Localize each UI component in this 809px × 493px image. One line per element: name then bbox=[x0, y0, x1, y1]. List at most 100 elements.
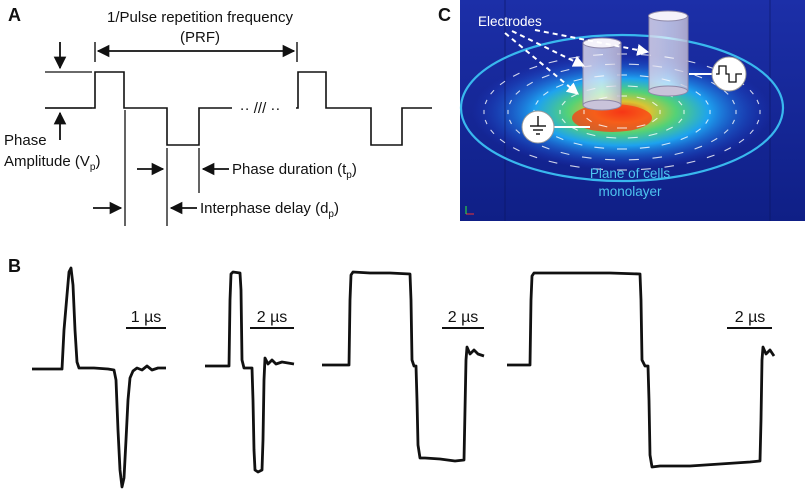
field-vector-arrow bbox=[694, 74, 703, 79]
field-vector-arrow bbox=[561, 100, 566, 106]
field-vector-arrow bbox=[652, 117, 658, 123]
axis-triad-icon bbox=[465, 206, 474, 215]
field-vector-arrows bbox=[483, 53, 761, 171]
electrodes-label: Electrodes bbox=[478, 14, 542, 29]
field-vector-arrow bbox=[526, 81, 533, 87]
field-vector-arrow bbox=[499, 80, 506, 86]
phase-label: Phase bbox=[4, 132, 47, 149]
field-vector-arrow bbox=[581, 156, 592, 159]
duration-label: Phase duration (tp) bbox=[232, 161, 357, 181]
ground-icon bbox=[521, 110, 590, 144]
field-vector-arrow bbox=[561, 118, 566, 124]
pulse-train-left bbox=[45, 71, 232, 146]
field-vector-arrow bbox=[515, 90, 521, 95]
field-vector-arrow bbox=[529, 154, 538, 159]
field-vector-arrow bbox=[512, 147, 520, 152]
field-vector-arrow bbox=[639, 75, 650, 78]
field-vector-arrow bbox=[666, 126, 673, 131]
field-vector-arrow bbox=[627, 85, 638, 88]
field-vector-arrow bbox=[586, 117, 592, 123]
field-vector-arrow bbox=[680, 136, 689, 141]
field-vector-arrow bbox=[711, 137, 718, 143]
field-vector-arrow bbox=[606, 136, 617, 139]
field-vector-arrow bbox=[573, 78, 583, 82]
break-mark: ·· /// ·· bbox=[240, 100, 281, 117]
field-vector-arrow bbox=[648, 132, 658, 137]
field-vector-arrow bbox=[555, 83, 564, 88]
field-vector-arrow bbox=[484, 119, 488, 125]
field-vector-arrow bbox=[535, 100, 539, 105]
field-vector-arrow bbox=[664, 165, 674, 168]
field-vector-arrow bbox=[548, 60, 558, 64]
field-vector-arrow bbox=[542, 91, 549, 96]
prf-label-line1: 1/Pulse repetition frequency bbox=[107, 9, 293, 26]
field-vector-arrow bbox=[512, 72, 520, 77]
field-vector-arrow bbox=[678, 118, 683, 124]
panel-b-letter: B bbox=[8, 256, 21, 276]
panel-c: C Electrodes bbox=[438, 0, 805, 221]
field-vector-arrow bbox=[756, 99, 760, 105]
plane-label-line1: Plane of cells bbox=[590, 166, 671, 181]
field-vector-arrow bbox=[541, 74, 550, 79]
field-vector-arrow bbox=[732, 99, 735, 105]
field-vector-arrow bbox=[724, 147, 732, 152]
field-vector-arrow bbox=[560, 151, 570, 156]
field-vector-arrow bbox=[723, 129, 729, 134]
field-hotspot bbox=[572, 104, 652, 132]
panel-b: B 1 µs 2 µs 2 µs 2 µs bbox=[8, 256, 776, 489]
field-vector-arrow bbox=[541, 145, 550, 150]
field-vector-arrow bbox=[598, 124, 608, 128]
field-vector-arrow bbox=[695, 128, 702, 133]
scale-label-2: 2 µs bbox=[257, 309, 288, 326]
plane-of-cells-outline bbox=[459, 33, 785, 183]
field-vector-arrow bbox=[749, 89, 754, 95]
delay-label: Interphase delay (dp) bbox=[200, 200, 339, 220]
field-vector-arrow bbox=[499, 138, 506, 144]
field-vector-arrow bbox=[529, 65, 538, 70]
field-vector-arrow bbox=[484, 99, 488, 105]
electrodes-pointer-3 bbox=[504, 32, 579, 95]
field-vector-arrow bbox=[705, 119, 709, 124]
field-vector-arrow bbox=[593, 168, 604, 170]
field-vector-arrow bbox=[636, 124, 646, 128]
panel-c-letter: C bbox=[438, 5, 451, 25]
field-vector-arrow bbox=[490, 129, 495, 135]
electrode-cylinder-2 bbox=[648, 10, 689, 97]
field-vector-arrow bbox=[636, 96, 646, 100]
field-vector-arrow bbox=[573, 142, 583, 146]
panel-a: A 1/Pulse repetition frequency (PRF) Pha… bbox=[4, 5, 432, 226]
scale-label-4: 2 µs bbox=[735, 309, 766, 326]
field-vector-arrow bbox=[594, 146, 605, 149]
scale-label-1: 1 µs bbox=[131, 309, 162, 326]
waveform-3 bbox=[322, 270, 485, 463]
field-vector-arrow bbox=[640, 168, 651, 170]
field-vector-arrow bbox=[678, 100, 683, 106]
pulse-train-right bbox=[296, 71, 432, 146]
field-vector-arrow bbox=[749, 129, 754, 135]
field-vector-arrow bbox=[661, 142, 671, 146]
field-vector-arrow bbox=[674, 151, 684, 156]
waveform-4 bbox=[507, 271, 776, 469]
field-vector-arrow bbox=[652, 156, 663, 159]
field-vector-arrow bbox=[652, 101, 658, 107]
field-vector-arrow bbox=[586, 132, 596, 137]
field-vector-arrow bbox=[555, 136, 564, 141]
field-vector-arrow bbox=[490, 89, 495, 95]
biphasic-source-icon bbox=[689, 56, 747, 92]
electrode-cylinder-1 bbox=[582, 37, 622, 111]
waveform-2 bbox=[205, 270, 295, 474]
field-vector-arrow bbox=[515, 129, 521, 134]
plane-label-line2: monolayer bbox=[598, 184, 662, 199]
field-vector-arrow bbox=[560, 68, 570, 73]
field-vector-arrow bbox=[570, 165, 580, 168]
electrodes-pointer-2 bbox=[534, 29, 650, 56]
field-vector-arrow bbox=[706, 154, 715, 159]
field-vector-arrow bbox=[695, 91, 702, 96]
waveform-1 bbox=[32, 266, 166, 489]
field-vector-arrow bbox=[732, 119, 735, 125]
field-vector-arrow bbox=[738, 138, 745, 144]
electrodes-pointer-1 bbox=[511, 30, 586, 67]
scale-label-3: 2 µs bbox=[448, 309, 479, 326]
field-vector-arrow bbox=[639, 146, 650, 149]
